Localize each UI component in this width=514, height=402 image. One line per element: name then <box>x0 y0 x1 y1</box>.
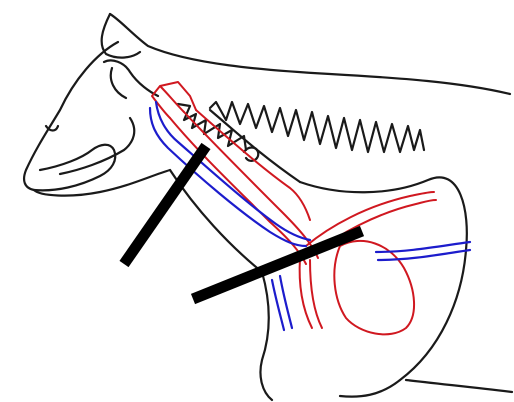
thorax <box>300 177 467 396</box>
belly-line <box>406 380 512 392</box>
marker-bar-chest <box>193 231 362 299</box>
leg-artery <box>300 258 322 328</box>
chest-line <box>260 272 272 400</box>
dorsal-line <box>110 14 510 94</box>
marker-bar-neck <box>124 146 206 264</box>
neck-crease <box>210 110 300 182</box>
marker-bars <box>124 146 362 299</box>
leg-vein <box>272 276 292 330</box>
heart <box>334 241 414 334</box>
skull <box>104 60 158 98</box>
jugular-vein-2 <box>156 102 310 240</box>
body-outline <box>24 14 512 400</box>
face-profile <box>24 42 118 190</box>
caval-vein <box>376 242 470 260</box>
muzzle <box>34 145 115 191</box>
